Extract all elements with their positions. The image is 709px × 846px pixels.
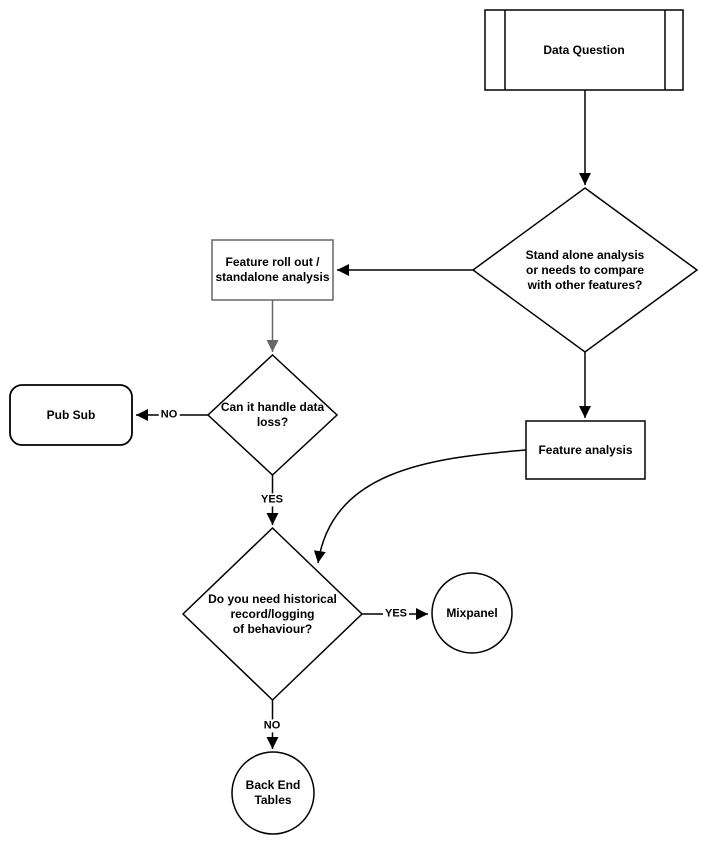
- historical-decision-node: [181, 526, 364, 702]
- standalone-decision-node: [471, 187, 699, 353]
- mixpanel-node: [431, 572, 513, 654]
- edge-featureanalysis-to-historical-curve: [313, 449, 527, 564]
- feature-analysis-node: [525, 420, 646, 480]
- data-loss-decision-node: [206, 353, 339, 477]
- pub-sub-node: [9, 384, 133, 446]
- data-question-node: [484, 9, 684, 91]
- backend-tables-node: [231, 751, 315, 835]
- feature-rollout-node: [211, 239, 334, 301]
